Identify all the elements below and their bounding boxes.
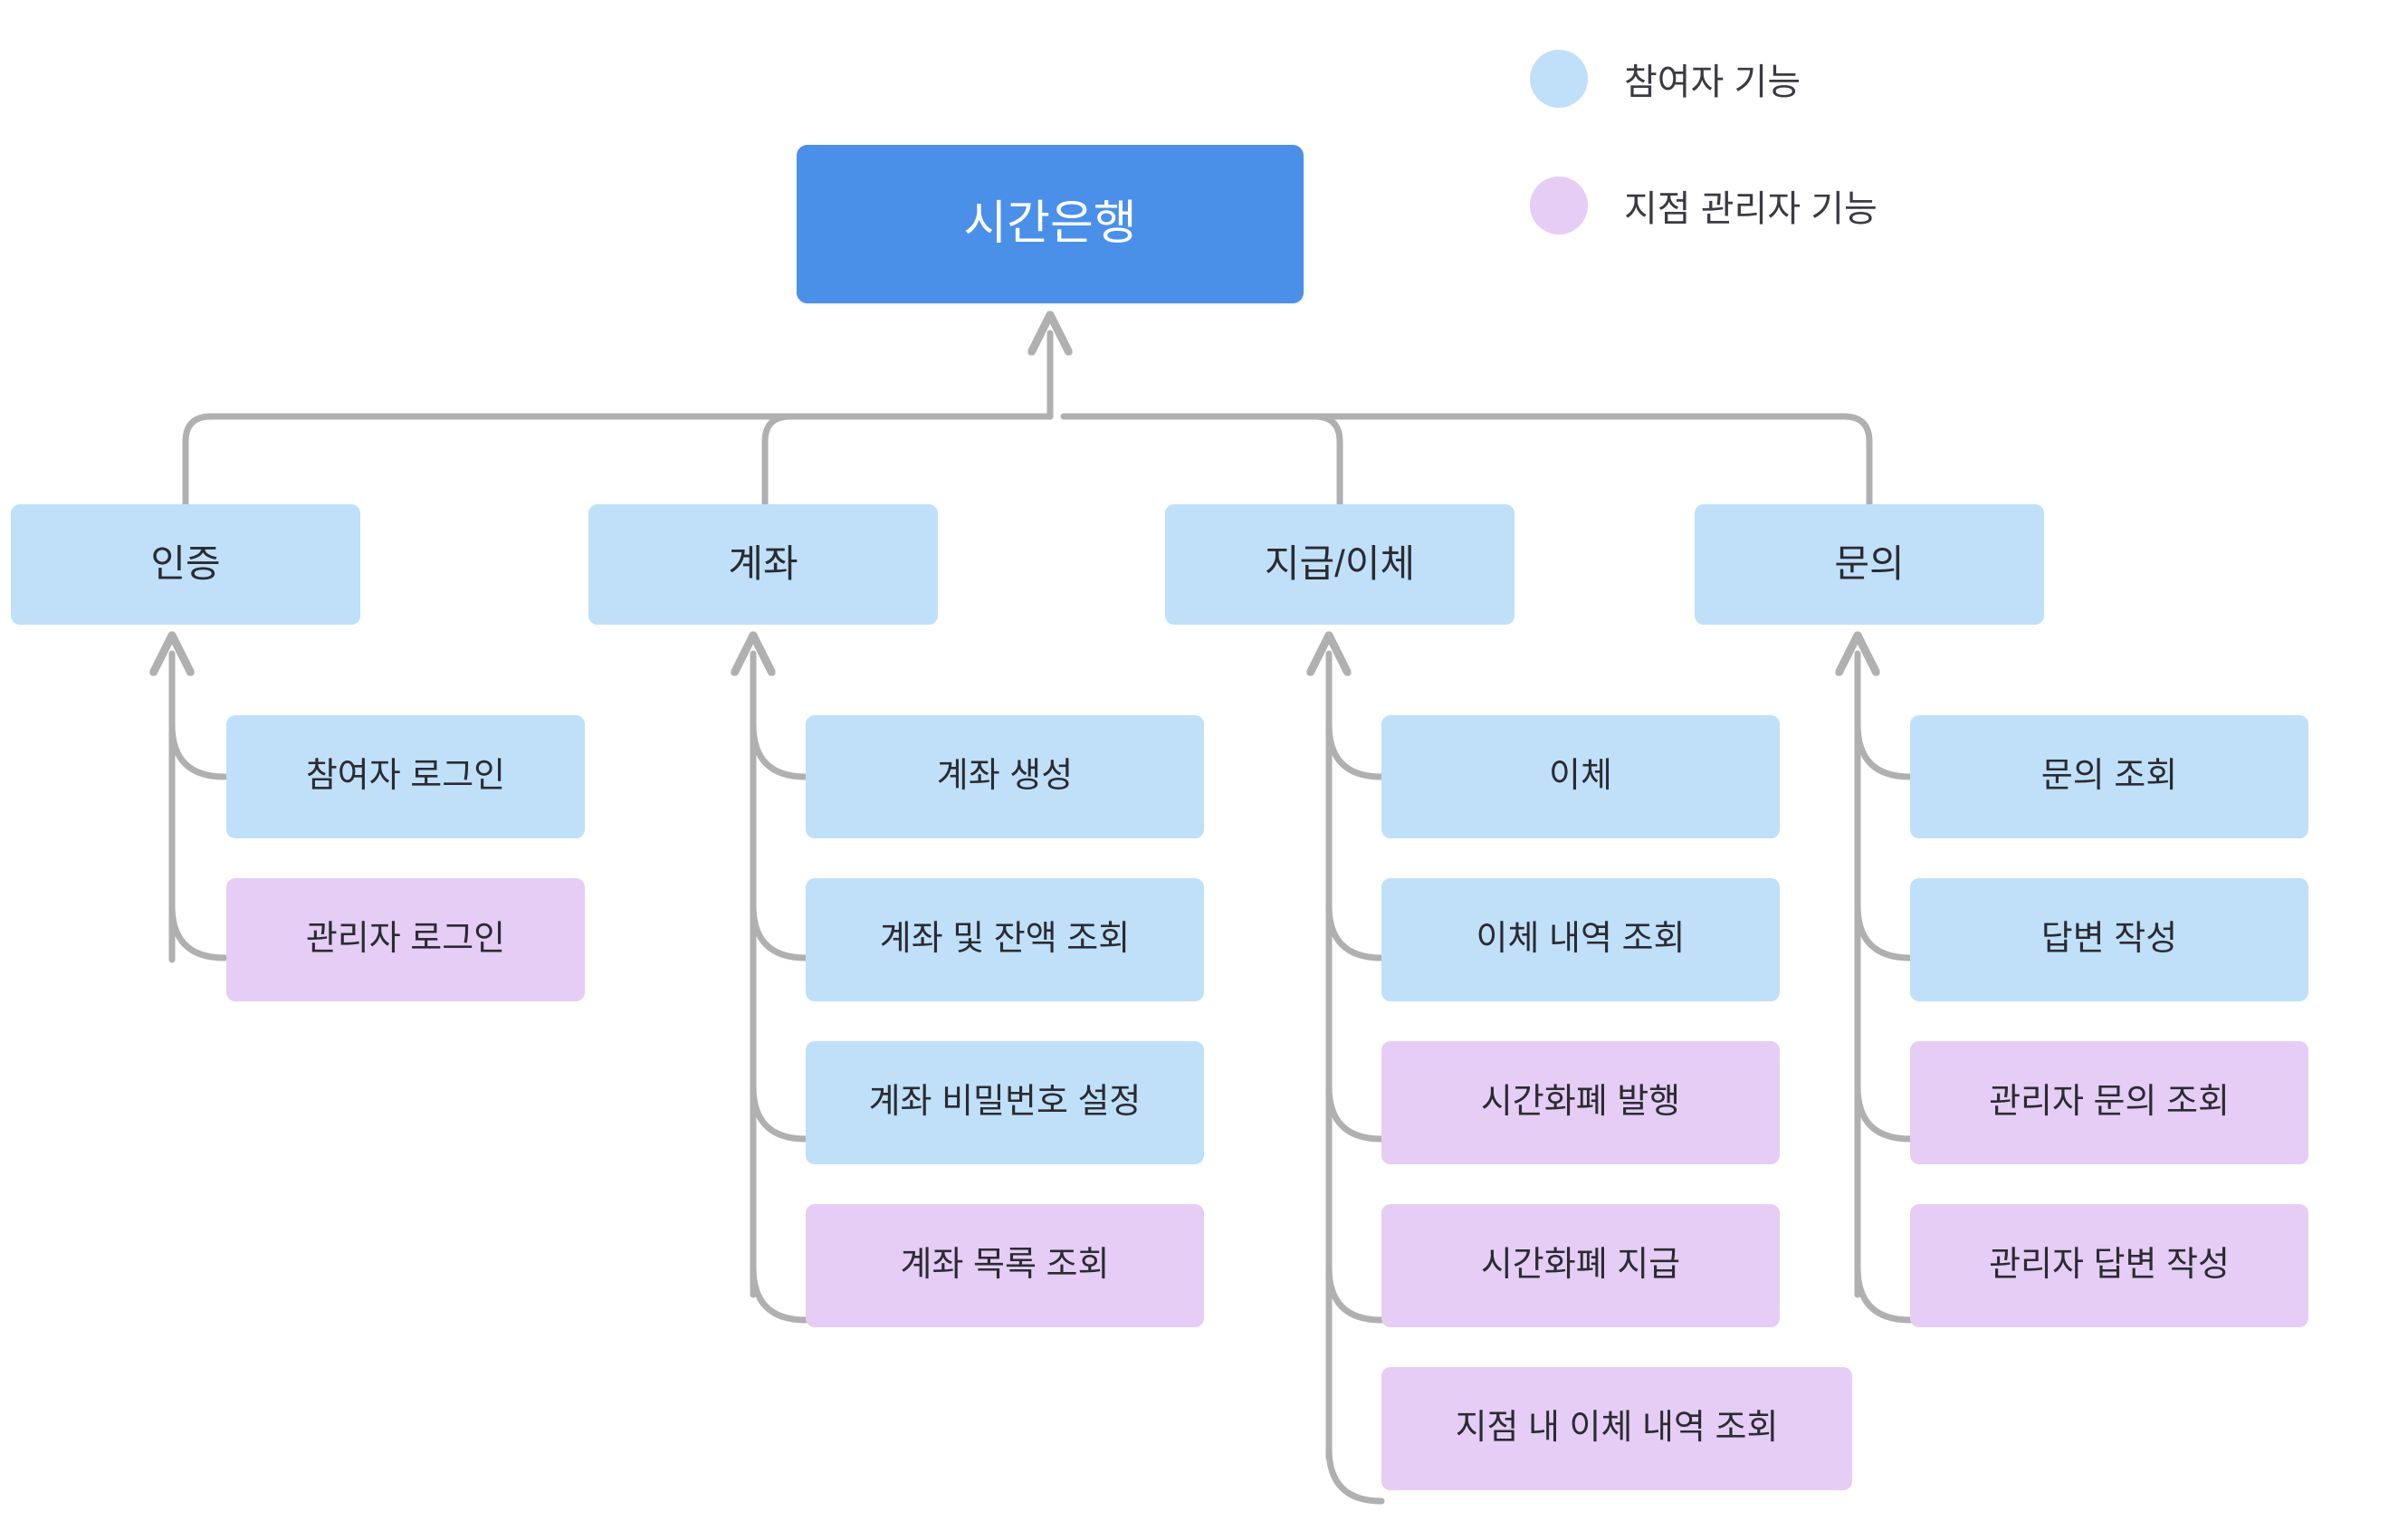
leaf-node-admin-reply-write[interactable]: 관리자 답변 작성	[1910, 1204, 2308, 1327]
stub-transfer-1	[1325, 721, 1385, 780]
stub-account-2	[750, 902, 809, 961]
stub-inquiry-2	[1854, 902, 1914, 961]
stub-transfer-3	[1325, 1083, 1385, 1143]
category-label-auth: 인증	[150, 542, 221, 586]
legend-label-manager: 지점 관리자 기능	[1624, 189, 1878, 229]
leaf-node-account-create[interactable]: 계좌 생성	[806, 715, 1204, 838]
leaf-node-transfer-history[interactable]: 이체 내역 조회	[1381, 878, 1780, 1001]
category-label-transfer: 지급/이체	[1264, 542, 1416, 586]
leaf-label-account-password-set: 계좌 비밀번호 설정	[868, 1083, 1142, 1122]
leaf-label-account-list-inquiry: 계좌 목록 조회	[900, 1246, 1110, 1285]
stub-transfer-5	[1325, 1445, 1385, 1505]
root-node[interactable]: 시간은행	[797, 145, 1304, 303]
leaf-node-admin-login[interactable]: 관리자 로그인	[226, 878, 585, 1001]
leaf-node-time-currency-issue[interactable]: 시간화폐 발행	[1381, 1041, 1780, 1164]
category-node-transfer[interactable]: 지급/이체	[1165, 504, 1515, 625]
leaf-node-account-password-set[interactable]: 계좌 비밀번호 설정	[806, 1041, 1204, 1164]
stub-transfer-2	[1325, 902, 1385, 961]
leaf-node-transfer[interactable]: 이체	[1381, 715, 1780, 838]
leaf-label-branch-transfer-history: 지점 내 이체 내역 조회	[1455, 1409, 1779, 1448]
leaf-label-admin-reply-write: 관리자 답변 작성	[1989, 1246, 2230, 1285]
legend-swatch-circle-manager	[1530, 177, 1588, 234]
stub-account-1	[750, 721, 809, 780]
leaf-label-account-balance-inquiry: 계좌 및 잔액 조회	[879, 920, 1131, 959]
leaf-label-admin-login: 관리자 로그인	[305, 920, 506, 959]
leaf-label-inquiry-view: 문의 조회	[2040, 757, 2178, 796]
leaf-node-participant-login[interactable]: 참여자 로그인	[226, 715, 585, 838]
leaf-label-account-create: 계좌 생성	[936, 757, 1074, 796]
category-node-auth[interactable]: 인증	[11, 504, 360, 625]
root-node-label: 시간은행	[963, 197, 1137, 251]
leaf-label-time-currency-issue: 시간화폐 발행	[1480, 1083, 1681, 1122]
connector-cat-auth	[182, 413, 1054, 508]
category-label-account: 계좌	[728, 542, 798, 586]
legend-item-manager: 지점 관리자 기능	[1530, 177, 1878, 234]
category-node-account[interactable]: 계좌	[588, 504, 938, 625]
connector-cat-inquiry	[1074, 413, 1873, 508]
legend-swatch-circle-participant	[1530, 50, 1588, 108]
category-node-inquiry[interactable]: 문의	[1695, 504, 2044, 625]
stub-inquiry-3	[1854, 1083, 1914, 1143]
leaf-node-account-balance-inquiry[interactable]: 계좌 및 잔액 조회	[806, 878, 1204, 1001]
leaf-node-branch-transfer-history[interactable]: 지점 내 이체 내역 조회	[1381, 1367, 1852, 1490]
stub-account-4	[750, 1264, 809, 1324]
stub-transfer-4	[1325, 1264, 1385, 1324]
legend-label-participant: 참여자 기능	[1624, 62, 1801, 102]
leaf-node-reply-write[interactable]: 답변 작성	[1910, 878, 2308, 1001]
connector-cat-transfer	[1060, 413, 1343, 508]
leaf-node-account-list-inquiry[interactable]: 계좌 목록 조회	[806, 1204, 1204, 1327]
leaf-label-transfer-history: 이체 내역 조회	[1476, 920, 1686, 959]
leaf-label-participant-login: 참여자 로그인	[305, 757, 506, 796]
stub-account-3	[750, 1083, 809, 1143]
stub-auth-1	[168, 721, 228, 780]
legend-item-participant: 참여자 기능	[1530, 50, 1801, 108]
leaf-node-inquiry-view[interactable]: 문의 조회	[1910, 715, 2308, 838]
stub-inquiry-1	[1854, 721, 1914, 780]
leaf-label-admin-inquiry-view: 관리자 문의 조회	[1989, 1083, 2230, 1122]
leaf-label-transfer: 이체	[1549, 757, 1612, 796]
category-label-inquiry: 문의	[1834, 542, 1905, 586]
stub-auth-2	[168, 902, 228, 961]
leaf-label-reply-write: 답변 작성	[2040, 920, 2178, 959]
connector-cat-account	[761, 413, 1045, 508]
leaf-node-time-currency-payment[interactable]: 시간화폐 지급	[1381, 1204, 1780, 1327]
leaf-node-admin-inquiry-view[interactable]: 관리자 문의 조회	[1910, 1041, 2308, 1164]
stub-inquiry-4	[1854, 1264, 1914, 1324]
leaf-label-time-currency-payment: 시간화폐 지급	[1480, 1246, 1681, 1285]
